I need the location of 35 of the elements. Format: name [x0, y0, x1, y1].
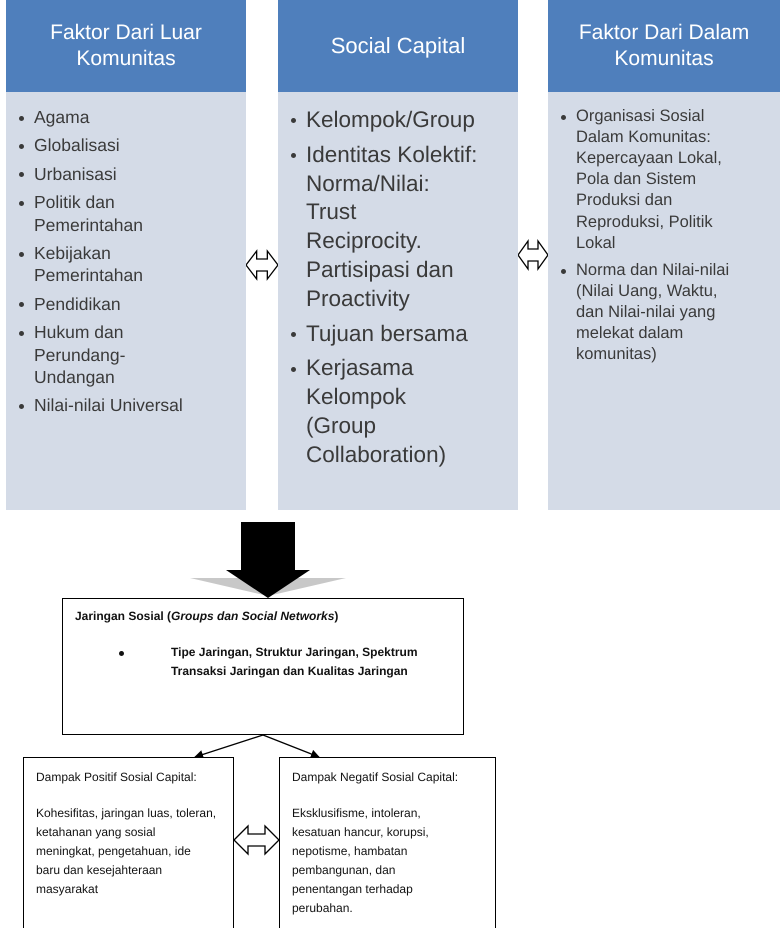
bullet-item: Kelompok/Group	[306, 107, 475, 132]
column-panel	[6, 0, 246, 510]
bullet-item: Politik dan Pemerintahan	[34, 192, 143, 235]
bullet-item: Identitas Kolektif: Norma/Nilai: Trust Reciprocity. Partisipasi dan Proactivity	[306, 142, 478, 311]
header-text: Faktor Dari Dalam Komunitas	[578, 20, 750, 72]
column-panel	[278, 0, 518, 510]
block-arrow	[190, 522, 346, 598]
arrow	[194, 734, 264, 759]
double-arrow	[517, 238, 549, 272]
bullet-item: Organisasi Sosial Dalam Komunitas: Kepercayaan Lokal, Pola dan Sistem Produksi dan Reproduksi, Politik Lokal	[576, 107, 722, 252]
bullet-item: Tujuan bersama	[306, 320, 468, 346]
process-box	[23, 757, 234, 928]
bullet-item: Kerjasama Kelompok (Group Collaboration)	[306, 355, 446, 467]
box-heading: Dampak Positif Sosial Capital:	[36, 769, 198, 786]
body-text: Kohesifitas, jaringan luas, toleran, ketahanan yang sosial meningkat, pengetahuan, ide baru dan kesejahteraan masyarakat	[36, 804, 217, 898]
bullet-item: Urbanisasi	[34, 164, 117, 184]
bullet-item: Agama	[34, 107, 90, 127]
bullet-item: Globalisasi	[34, 135, 120, 156]
bullet-item: Kebijakan Pemerintahan	[34, 242, 143, 286]
double-arrow	[233, 824, 280, 856]
bullet-item: Norma dan Nilai-nilai (Nilai Uang, Waktu, dan Nilai-nilai yang melekat dalam komunitas)	[576, 260, 730, 364]
double-arrow	[245, 249, 279, 281]
process-box	[62, 598, 464, 735]
arrow	[262, 734, 320, 758]
body-text: Eksklusifisme, intoleran, kesatuan hancur, korupsi, nepotisme, hambatan pembangunan, dan penentangan terhadap perubahan.	[292, 804, 430, 917]
box-heading: Dampak Negatif Sosial Capital:	[292, 769, 459, 786]
box-heading: Jaringan Sosial (Groups dan Social Networks)	[75, 609, 340, 623]
process-box	[279, 757, 496, 928]
header-text: Social Capital	[330, 32, 466, 60]
bullet-item: Nilai-nilai Universal	[34, 395, 183, 416]
column-panel	[548, 0, 780, 510]
bullet-item: Pendidikan	[34, 294, 121, 314]
bullet-item: Hukum dan Perundang-Undangan	[34, 322, 126, 387]
bullet-item: Tipe Jaringan, Struktur Jaringan, Spektrum Transaksi Jaringan dan Kualitas Jaringan	[171, 645, 418, 678]
header-text: Faktor Dari Luar Komunitas	[49, 20, 203, 72]
